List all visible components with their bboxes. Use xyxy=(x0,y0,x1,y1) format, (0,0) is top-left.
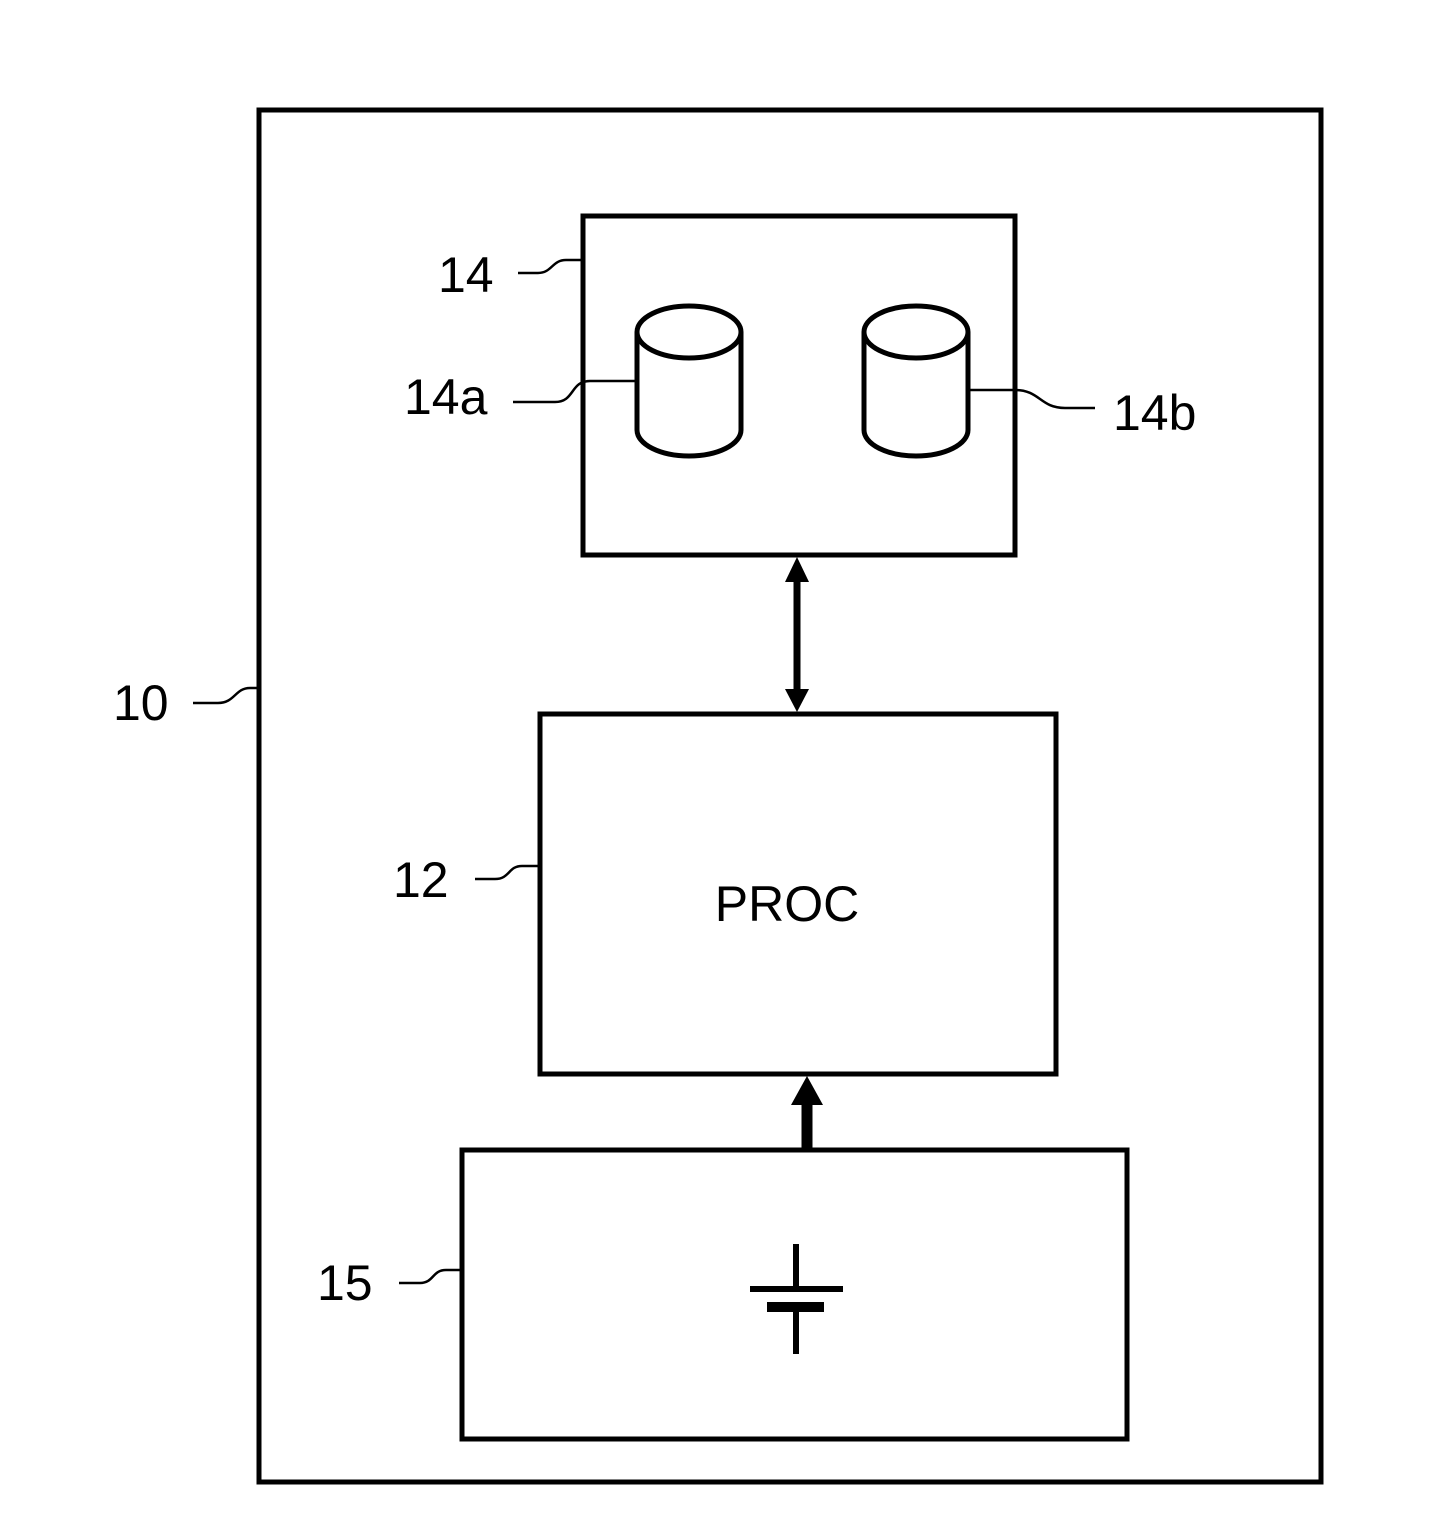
battery-icon xyxy=(750,1244,843,1354)
processor-leader-line xyxy=(475,864,540,881)
bidirectional-arrow-icon xyxy=(785,557,809,712)
database-icon xyxy=(861,303,971,459)
processor-box xyxy=(537,711,1059,1077)
memory-leader-line xyxy=(518,258,583,275)
power-source-ref-label: 15 xyxy=(317,1255,373,1311)
database-b-leader-line xyxy=(968,388,1095,410)
database-a-ref-label: 14a xyxy=(404,369,488,425)
up-arrow-icon xyxy=(791,1076,823,1150)
processor-ref-label: 12 xyxy=(393,852,449,908)
processor-label: PROC xyxy=(715,876,859,932)
database-a-leader-line xyxy=(513,379,637,404)
memory-box xyxy=(580,213,1018,558)
device-box xyxy=(256,107,1324,1485)
power-source-leader-line xyxy=(399,1268,462,1285)
device-leader-line xyxy=(193,686,259,705)
power-source-box xyxy=(459,1147,1130,1442)
database-icon xyxy=(634,303,744,459)
database-b-ref-label: 14b xyxy=(1113,385,1196,441)
memory-ref-label: 14 xyxy=(438,247,494,303)
device-ref-label: 10 xyxy=(113,675,169,731)
